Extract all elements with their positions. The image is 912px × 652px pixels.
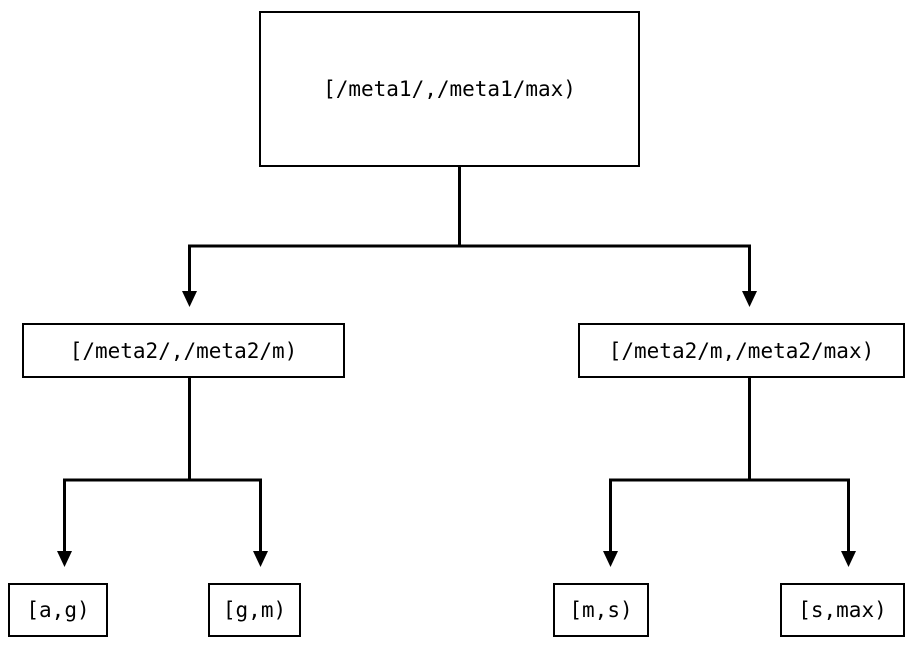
node-leaf-gm-label: [g,m) [222,598,287,622]
edge-midright-to-leaves-group [603,378,856,567]
node-root-label: [/meta1/,/meta1/max) [323,77,576,101]
node-leaf-smax[interactable]: [s,max) [780,583,905,637]
edge-root-to-mid-group [182,167,757,307]
node-mid-left-label: [/meta2/,/meta2/m) [69,338,298,363]
node-leaf-ag-label: [a,g) [26,598,90,622]
node-leaf-ms[interactable]: [m,s) [553,583,649,637]
node-mid-right[interactable]: [/meta2/m,/meta2/max) [578,323,905,378]
node-mid-right-label: [/meta2/m,/meta2/max) [608,338,875,363]
arrowhead-icon-midleft-ag [57,551,72,567]
node-leaf-smax-label: [s,max) [798,598,887,622]
arrowhead-icon-root-midleft [182,291,197,307]
node-leaf-gm[interactable]: [g,m) [208,583,301,637]
node-root[interactable]: [/meta1/,/meta1/max) [259,11,640,167]
arrowhead-icon-midright-ms [603,551,618,567]
node-mid-left[interactable]: [/meta2/,/meta2/m) [22,323,345,378]
arrowhead-icon-midright-smax [841,551,856,567]
arrowhead-icon-midleft-gm [253,551,268,567]
node-leaf-ms-label: [m,s) [569,598,633,622]
node-leaf-ag[interactable]: [a,g) [8,583,108,637]
edge-midleft-to-leaves-group [57,378,268,567]
arrowhead-icon-root-midright [742,291,757,307]
